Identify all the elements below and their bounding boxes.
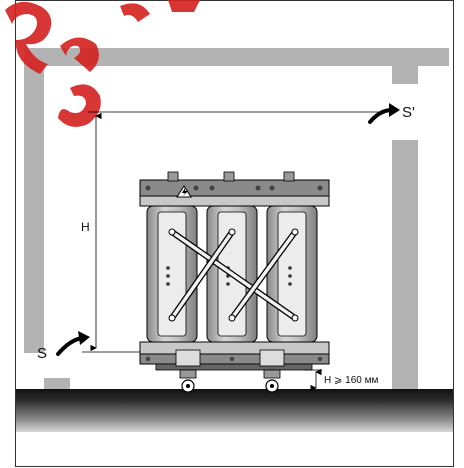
floor-slab xyxy=(16,389,453,432)
wheel-right xyxy=(259,349,285,393)
supply-air-arrow xyxy=(56,331,90,356)
dry-type-transformer xyxy=(139,171,330,393)
room-walls xyxy=(24,48,449,392)
wheel-left xyxy=(175,349,201,393)
high-voltage-warning-icon xyxy=(176,185,192,198)
supply-air-label: S xyxy=(37,345,47,362)
height-label: H xyxy=(81,220,90,234)
clearance-dimension xyxy=(304,368,322,392)
height-dimension xyxy=(82,111,386,353)
exhaust-air-arrow xyxy=(368,103,400,124)
bottom-yoke xyxy=(139,341,330,355)
right-wall-lower xyxy=(392,140,418,392)
left-wall-lower xyxy=(44,378,70,392)
ceiling-wall xyxy=(24,48,449,66)
clearance-label: H ⩾ 160 мм xyxy=(324,375,378,386)
top-yoke xyxy=(139,179,330,197)
cross-bracing xyxy=(168,228,299,322)
right-wall-upper-stub xyxy=(392,66,418,84)
exhaust-air-label: S' xyxy=(402,104,415,121)
watermark-logo xyxy=(5,0,200,127)
diagram-border xyxy=(15,0,454,467)
left-wall-upper xyxy=(24,48,44,353)
